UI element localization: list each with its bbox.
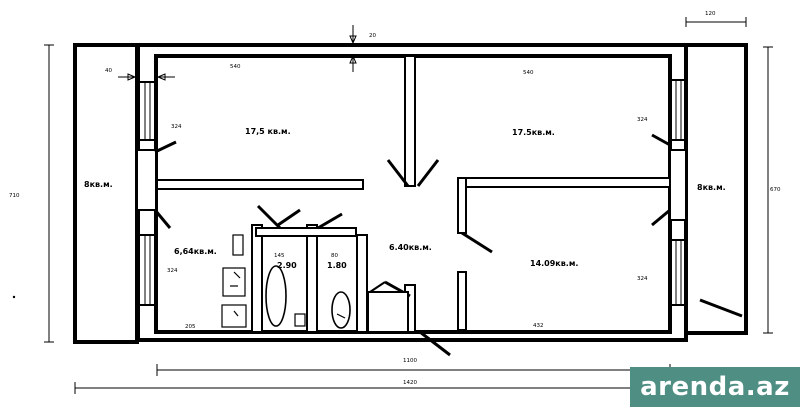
door-swing-panel — [367, 291, 409, 333]
interior-walls — [156, 55, 671, 333]
bath-top-wall — [255, 227, 357, 237]
dim-room1-height: 324 — [171, 124, 182, 130]
right-windows — [669, 79, 687, 306]
dim-room2-height: 324 — [637, 117, 648, 123]
dim-inner-width: 1100 — [403, 358, 417, 364]
room-label-right-balcony: 8кв.м. — [697, 183, 726, 192]
room-label-bottom-right: 14.09кв.м. — [530, 259, 578, 268]
dim-top-left-width: 540 — [230, 64, 241, 70]
dim-mid-left-height: 324 — [167, 268, 178, 274]
left-balcony — [73, 43, 139, 344]
dim-mid-left-width: 205 — [185, 324, 196, 330]
dim-bath1-width: 145 — [274, 253, 285, 259]
room-label-top-left: 17,5 кв.м. — [245, 127, 291, 136]
dim-left-total-height: 710 — [9, 193, 20, 199]
room-label-top-right: 17.5кв.м. — [512, 128, 555, 137]
closet-door — [369, 281, 386, 293]
dim-left-inner: 40 — [105, 68, 112, 74]
dim-right-total-height: 670 — [770, 187, 781, 193]
fixtures — [221, 234, 351, 329]
dim-total-width: 1420 — [403, 380, 417, 386]
room-label-bath2: 1.80 — [327, 261, 347, 270]
room-label-bath1: 2.90 — [277, 261, 297, 270]
room-label-hall: 6.40кв.м. — [389, 243, 432, 252]
dim-bottom-right-width: 432 — [533, 323, 544, 329]
dimension-arrows — [127, 35, 357, 81]
dim-bottom-right-height: 324 — [637, 276, 648, 282]
room-label-mid-left: 6,64кв.м. — [174, 247, 217, 256]
watermark: arenda.az — [630, 367, 800, 407]
dim-top-gap: 20 — [369, 33, 376, 39]
dim-right-top: 120 — [705, 11, 716, 17]
dimension-dot — [12, 295, 16, 299]
dimension-lines — [44, 17, 773, 394]
room-label-left-balcony: 8кв.м. — [84, 180, 113, 189]
dim-bath2-width: 80 — [331, 253, 338, 259]
dim-top-right-width: 540 — [523, 70, 534, 76]
